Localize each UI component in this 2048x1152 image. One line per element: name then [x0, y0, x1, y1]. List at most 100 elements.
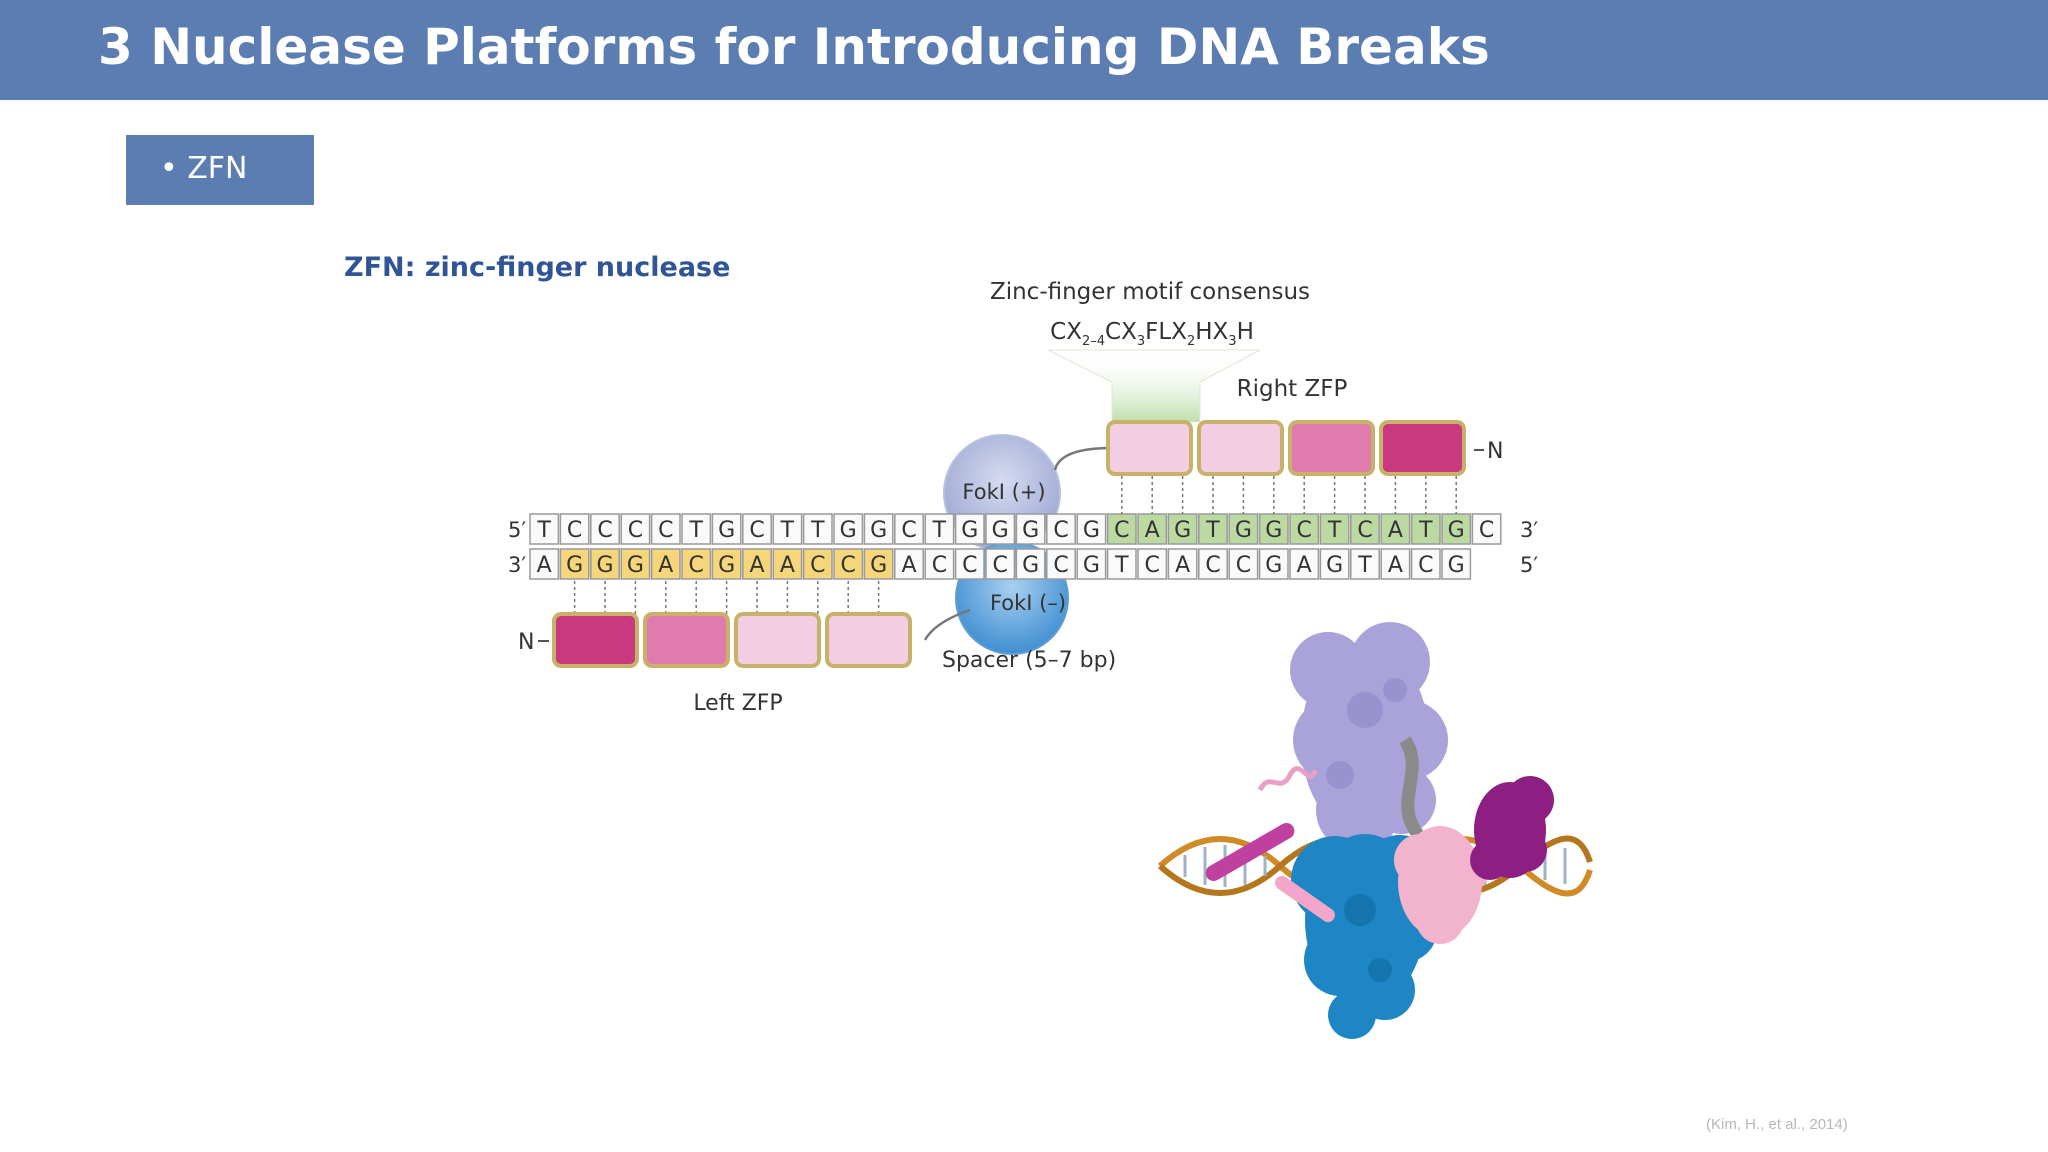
base-cell	[772, 548, 803, 580]
base-letter: A	[1297, 553, 1312, 578]
right-zfp	[1106, 420, 1466, 476]
top-five-prime: 5′	[508, 518, 526, 542]
base-cell	[1289, 513, 1320, 545]
base-letter: G	[1022, 518, 1039, 543]
motif-label: Zinc-finger motif consensus	[990, 279, 1310, 305]
citation: (Kim, H., et al., 2014)	[1706, 1116, 1848, 1133]
base-cell	[1015, 548, 1046, 580]
base-cell	[1258, 548, 1289, 580]
base-cell	[711, 548, 742, 580]
base-letter: G	[1083, 553, 1100, 578]
base-cell	[711, 513, 742, 545]
right-n-terminus: N	[1487, 439, 1503, 464]
base-letter: T	[932, 518, 947, 543]
base-letter: T	[1327, 518, 1342, 543]
base-letter: C	[597, 518, 612, 543]
slide-title: 3 Nuclease Platforms for Introducing DNA…	[98, 18, 1490, 76]
base-letter: A	[658, 553, 673, 578]
base-letter: C	[962, 553, 977, 578]
base-letter: C	[749, 518, 764, 543]
zinc-finger-box	[1106, 420, 1193, 476]
base-letter: C	[1205, 553, 1220, 578]
zinc-finger-box	[643, 612, 730, 668]
top-three-prime: 3′	[1520, 518, 1538, 542]
base-cell	[924, 513, 955, 545]
base-letter: C	[901, 518, 916, 543]
zinc-finger-box	[552, 612, 639, 668]
bullet-box: • ZFN	[126, 135, 314, 205]
base-cell	[529, 513, 560, 545]
base-letter: C	[1297, 518, 1312, 543]
base-cell	[1441, 513, 1472, 545]
base-cell	[529, 548, 560, 580]
base-cell	[650, 513, 681, 545]
zinc-finger-box	[734, 612, 821, 668]
base-cell	[650, 548, 681, 580]
base-letter: T	[1114, 553, 1129, 578]
base-letter: A	[1145, 518, 1160, 543]
base-cell	[894, 548, 924, 580]
base-letter: G	[718, 518, 735, 543]
zinc-finger-box	[825, 612, 912, 668]
base-cell	[954, 548, 985, 580]
right-contacts	[1121, 476, 1457, 514]
base-cell	[1350, 548, 1380, 580]
base-letter: T	[536, 518, 551, 543]
base-letter: G	[566, 553, 583, 578]
base-cell	[954, 513, 985, 545]
base-letter: C	[993, 553, 1008, 578]
base-letter: C	[1357, 518, 1372, 543]
base-cell	[924, 548, 955, 580]
base-letter: T	[1418, 518, 1433, 543]
base-cell	[1167, 548, 1198, 580]
base-letter: C	[1145, 553, 1160, 578]
zinc-finger-box	[1379, 420, 1466, 476]
base-cell	[802, 548, 833, 580]
base-letter: T	[688, 518, 703, 543]
base-letter: T	[1205, 518, 1220, 543]
base-letter: G	[627, 553, 644, 578]
base-letter: G	[1235, 518, 1252, 543]
base-letter: G	[870, 518, 887, 543]
base-letter: G	[992, 518, 1009, 543]
base-letter: C	[1418, 553, 1433, 578]
left-zfp	[552, 612, 912, 668]
left-contacts	[573, 581, 880, 614]
base-letter: G	[870, 553, 887, 578]
base-letter: C	[841, 553, 856, 578]
base-cell	[1380, 548, 1411, 580]
base-cell	[863, 548, 894, 580]
base-cell	[590, 548, 620, 580]
base-letter: G	[1022, 553, 1039, 578]
base-cell	[1046, 513, 1076, 545]
zinc-finger-box	[1288, 420, 1375, 476]
protein-dna-structure-illustration	[1157, 622, 1593, 1039]
base-letter: C	[810, 553, 825, 578]
base-cell	[985, 548, 1016, 580]
base-cell	[1441, 548, 1472, 580]
base-cell	[1167, 513, 1198, 545]
base-cell	[1258, 513, 1289, 545]
base-cell	[1410, 513, 1441, 545]
base-letter: C	[1479, 518, 1494, 543]
base-cell	[1076, 548, 1107, 580]
base-letter: C	[567, 518, 582, 543]
title-bar: 3 Nuclease Platforms for Introducing DNA…	[0, 0, 2048, 100]
bottom-five-prime: 5′	[1520, 553, 1538, 577]
base-letter: C	[932, 553, 947, 578]
base-cell	[1228, 548, 1259, 580]
base-letter: C	[628, 518, 643, 543]
base-cell	[559, 548, 590, 580]
base-cell	[772, 513, 803, 545]
base-letter: G	[1265, 518, 1282, 543]
base-letter: T	[1357, 553, 1372, 578]
base-cell	[863, 513, 894, 545]
base-letter: A	[1388, 553, 1403, 578]
base-cell	[833, 548, 864, 580]
base-letter: G	[596, 553, 613, 578]
zinc-finger-box	[1197, 420, 1284, 476]
base-cell	[1410, 548, 1441, 580]
base-cell	[559, 513, 590, 545]
base-cell	[1289, 548, 1320, 580]
